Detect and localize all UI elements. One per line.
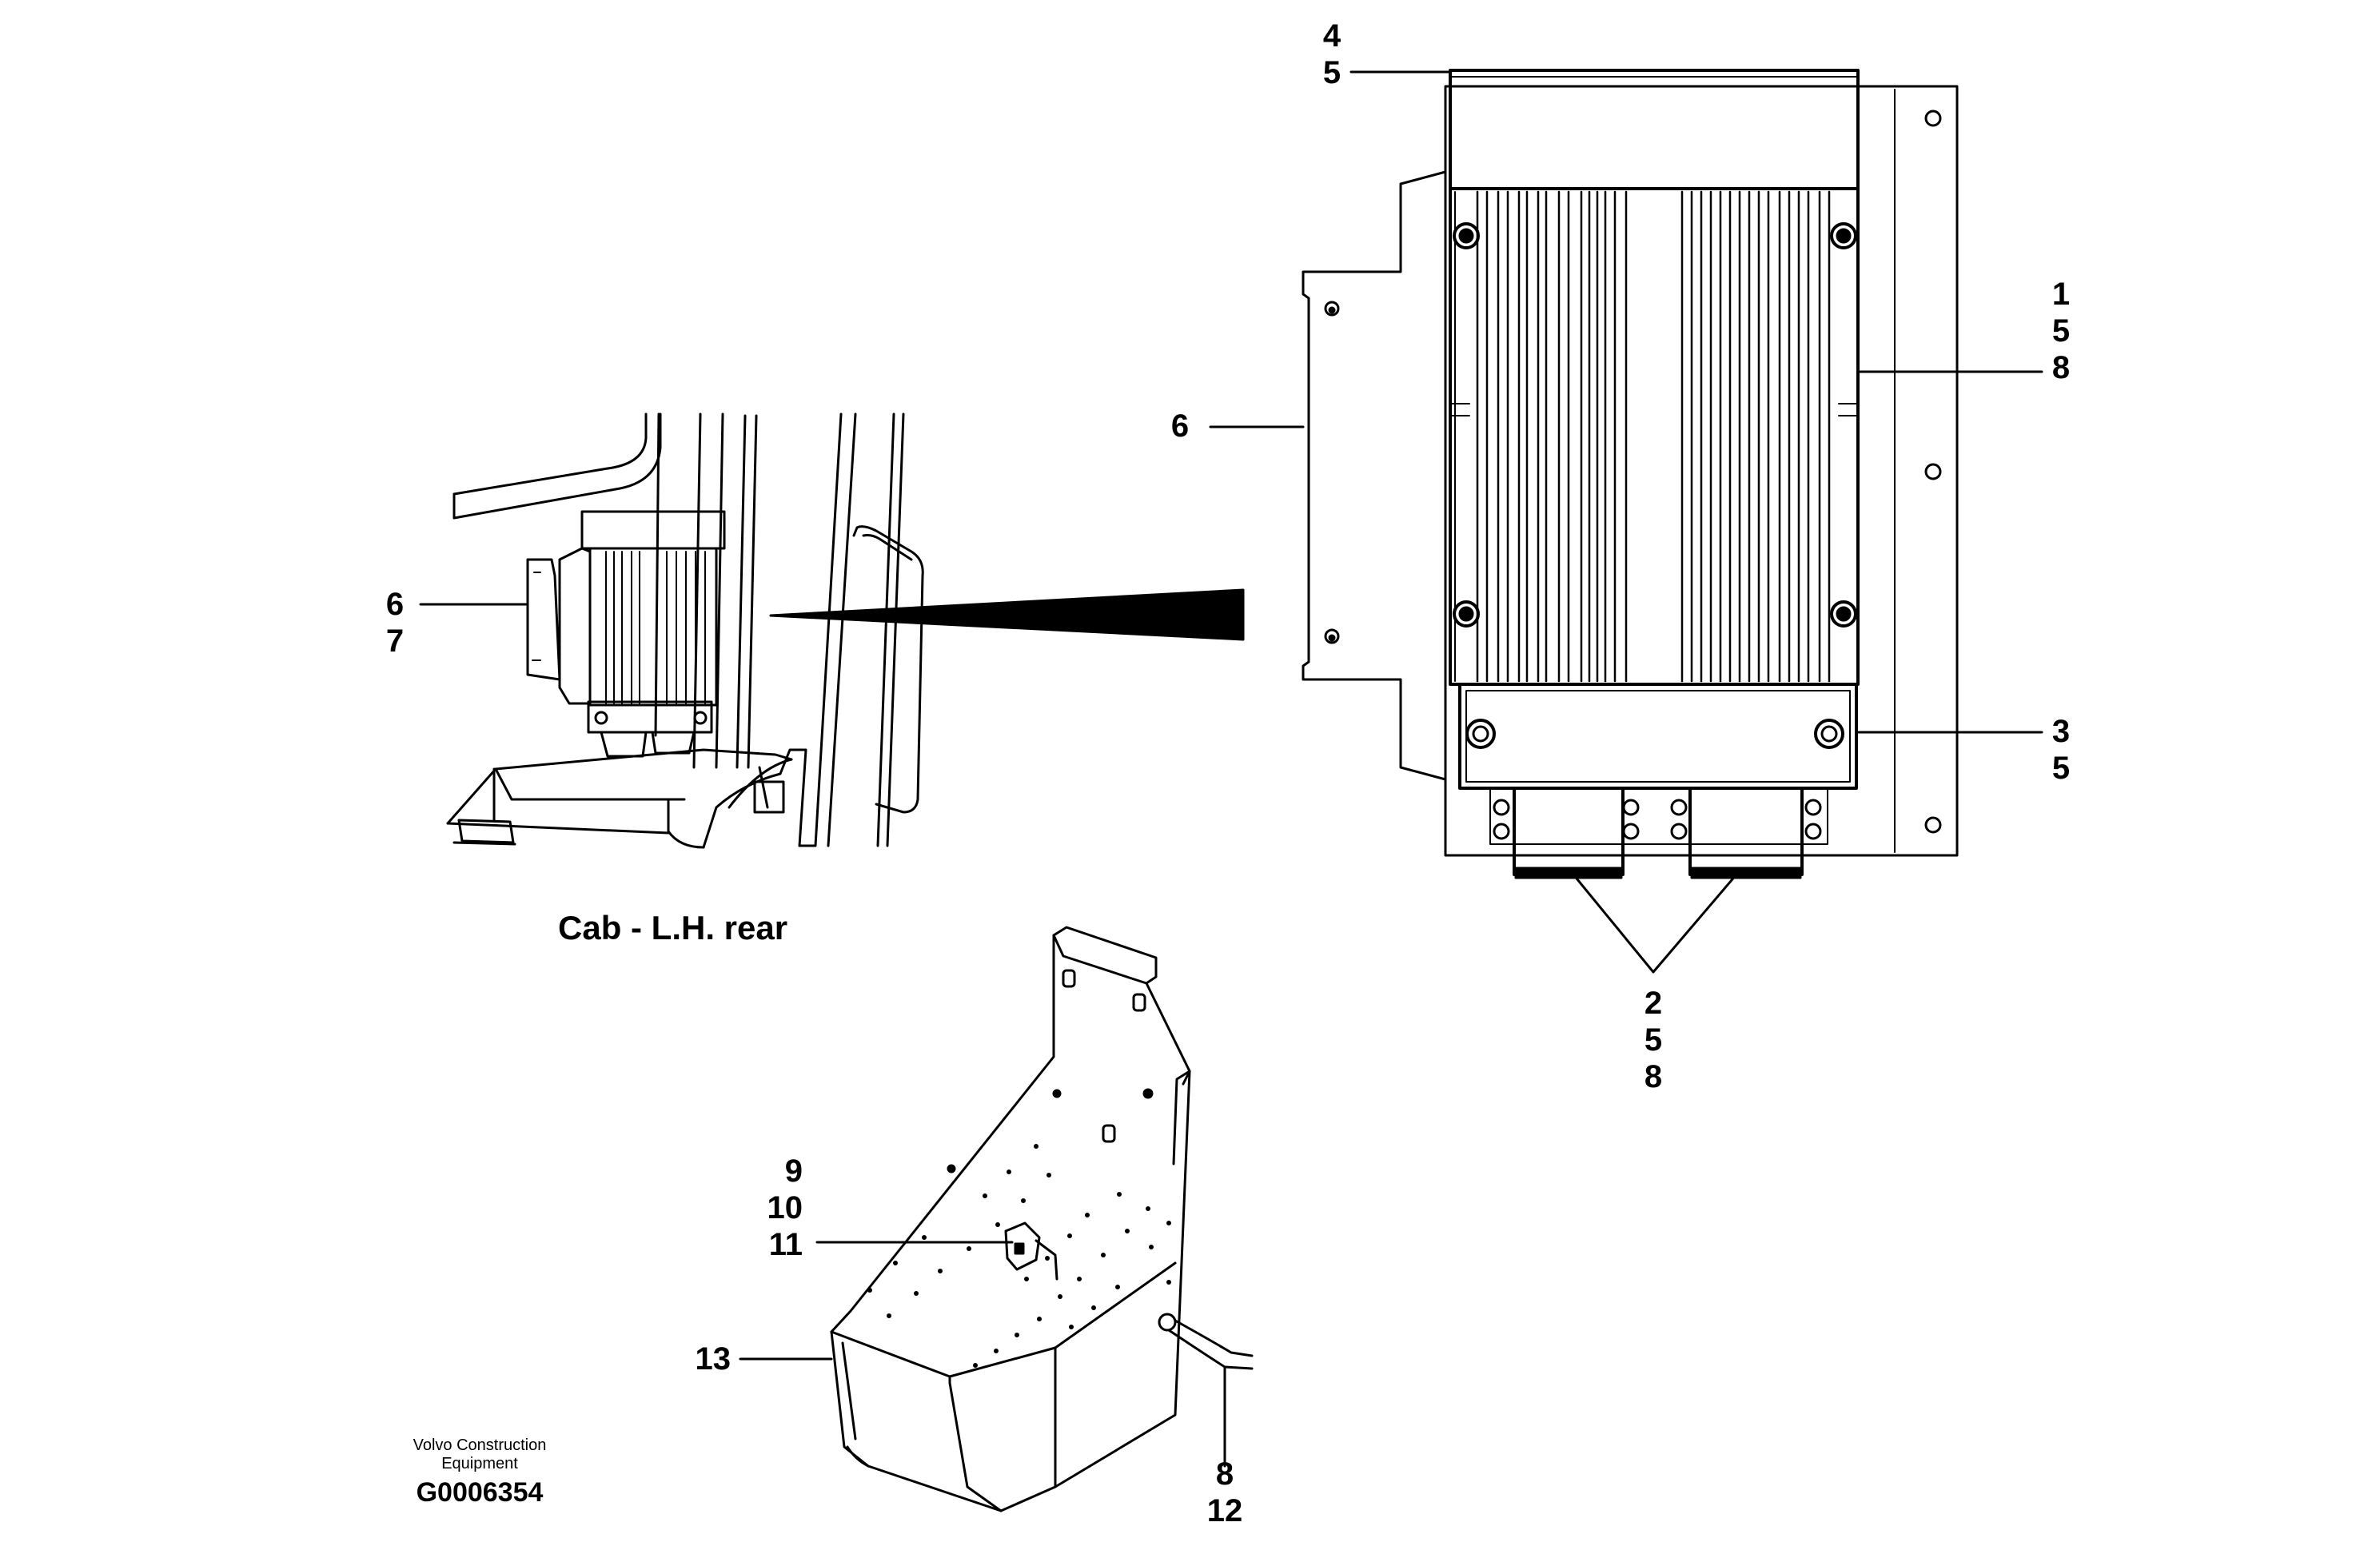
- callout-3-5: 3 5: [2051, 714, 2071, 786]
- retaining-clip: [1004, 1221, 1058, 1281]
- callout-1-5-8: 1 5 8: [2051, 277, 2071, 385]
- cab-lh-rear-view: [446, 412, 1245, 849]
- callout-6-right: 6: [1170, 408, 1190, 444]
- callout-4-5: 4 5: [1322, 18, 1341, 90]
- callout-6-7: 6 7: [385, 587, 405, 659]
- connector-area: [1489, 787, 1828, 879]
- leader-lines: [419, 70, 2043, 1468]
- body-screws: [1453, 222, 1857, 628]
- heat-sink-body: [1449, 187, 1860, 686]
- callout-8-12: 8 12: [1206, 1456, 1243, 1528]
- callout-2-5-8: 2 5 8: [1644, 986, 1663, 1094]
- rear-mounting-plate: [1444, 85, 1959, 857]
- top-cover: [1449, 69, 1860, 190]
- company-name: Volvo Construction Equipment: [413, 1436, 547, 1472]
- drawing-code: G0006354: [416, 1477, 544, 1508]
- connector-plug-left: [1513, 787, 1625, 876]
- connector-plug-right: [1688, 787, 1804, 876]
- leader-2-5-8: [1572, 873, 1738, 974]
- cable: [1158, 1313, 1254, 1370]
- bottom-clamp-bar: [1458, 683, 1858, 790]
- cooling-fins: [1476, 190, 1831, 683]
- small-control-unit: [526, 510, 726, 758]
- view-caption: Cab - L.H. rear: [558, 909, 788, 946]
- zoom-pointer: [769, 588, 1245, 641]
- callout-13: 13: [695, 1341, 732, 1377]
- left-mounting-bracket: [1302, 170, 1447, 781]
- perforation-dots: [867, 1144, 1171, 1368]
- control-unit-front-view: [1302, 69, 1959, 879]
- callout-9-10-11: 9 10 11: [767, 1154, 803, 1262]
- protective-cover-box: [830, 926, 1254, 1512]
- plate-holes: [1924, 110, 1942, 834]
- mounting-slots: [947, 969, 1154, 1173]
